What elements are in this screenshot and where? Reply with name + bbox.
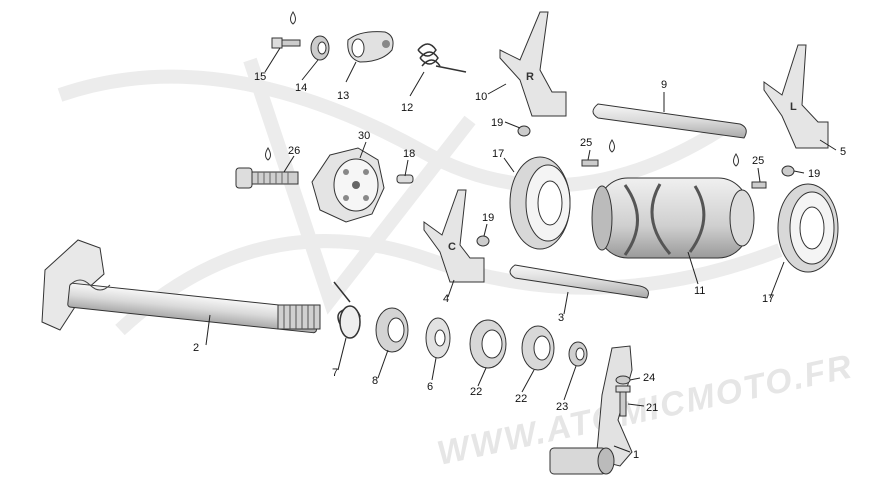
- callout-19-c: 19: [808, 168, 820, 180]
- callout-19-b: 19: [482, 212, 494, 224]
- callout-22-a: 22: [470, 386, 482, 398]
- callout-19-a: 19: [491, 117, 503, 129]
- part-fork-4: C: [423, 189, 485, 283]
- callout-7: 7: [332, 367, 338, 379]
- callout-3: 3: [558, 312, 564, 324]
- part-bolt-26: [235, 167, 299, 189]
- part-washer-14: [310, 35, 330, 61]
- callout-12: 12: [401, 102, 413, 114]
- part-pin-18: [396, 174, 414, 184]
- part-fork-10: R: [499, 11, 567, 117]
- callout-labels: 15 14 13 12 10 19 9 5 26 30 18 17 19 25 …: [193, 71, 846, 461]
- part-pin-25-b: [751, 181, 767, 189]
- callout-4: 4: [443, 293, 449, 305]
- part-bushing-8: [375, 307, 409, 353]
- watermark-logo: [57, 57, 783, 336]
- callout-23: 23: [556, 401, 568, 413]
- callout-25-b: 25: [752, 155, 764, 167]
- part-spring-12: [417, 43, 467, 73]
- callout-14: 14: [295, 82, 307, 94]
- fork-letter-l: L: [790, 101, 797, 113]
- callout-2: 2: [193, 342, 199, 354]
- callout-13: 13: [337, 90, 349, 102]
- part-spring-7: [333, 281, 361, 339]
- callout-25-a: 25: [580, 137, 592, 149]
- part-arm-13: [347, 31, 394, 63]
- part-bearing-22-a: [469, 319, 507, 369]
- part-bearing-17-left: [509, 156, 571, 250]
- callout-15: 15: [254, 71, 266, 83]
- part-washer-6: [425, 317, 451, 359]
- part-rod-9: [592, 103, 747, 139]
- leader-lines: [205, 47, 837, 453]
- callout-6: 6: [427, 381, 433, 393]
- part-shift-shaft: [41, 239, 321, 334]
- callout-17-a: 17: [492, 148, 504, 160]
- part-screw-15: [271, 37, 301, 49]
- callout-11: 11: [694, 285, 705, 297]
- callout-10: 10: [475, 91, 487, 103]
- part-washer-24: [615, 375, 631, 385]
- callout-26: 26: [288, 145, 300, 157]
- part-fork-5: L: [763, 44, 829, 149]
- part-pin-25-a: [581, 159, 599, 167]
- part-nut-19-a: [517, 125, 531, 137]
- callout-24: 24: [643, 372, 655, 384]
- oil-drop-icon: [265, 11, 739, 167]
- callout-5: 5: [840, 146, 846, 158]
- callout-17-b: 17: [762, 293, 774, 305]
- part-nut-19-c: [781, 165, 795, 177]
- callout-18: 18: [403, 148, 415, 160]
- callout-30: 30: [358, 130, 370, 142]
- callout-21: 21: [646, 402, 658, 414]
- fork-letter-c: C: [448, 241, 456, 253]
- part-bearing-17-right: [777, 183, 839, 273]
- fork-letter-r: R: [526, 71, 534, 83]
- part-washer-23: [568, 341, 588, 367]
- part-selector-drum: [591, 177, 755, 259]
- part-bearing-22-b: [521, 325, 555, 371]
- callout-9: 9: [661, 79, 667, 91]
- part-star-wheel: [311, 147, 385, 223]
- part-rod-3: [509, 264, 649, 299]
- callout-22-b: 22: [515, 393, 527, 405]
- part-nut-19-b: [476, 235, 490, 247]
- callout-8: 8: [372, 375, 378, 387]
- callout-1: 1: [633, 449, 639, 461]
- part-bolt-21: [615, 385, 631, 417]
